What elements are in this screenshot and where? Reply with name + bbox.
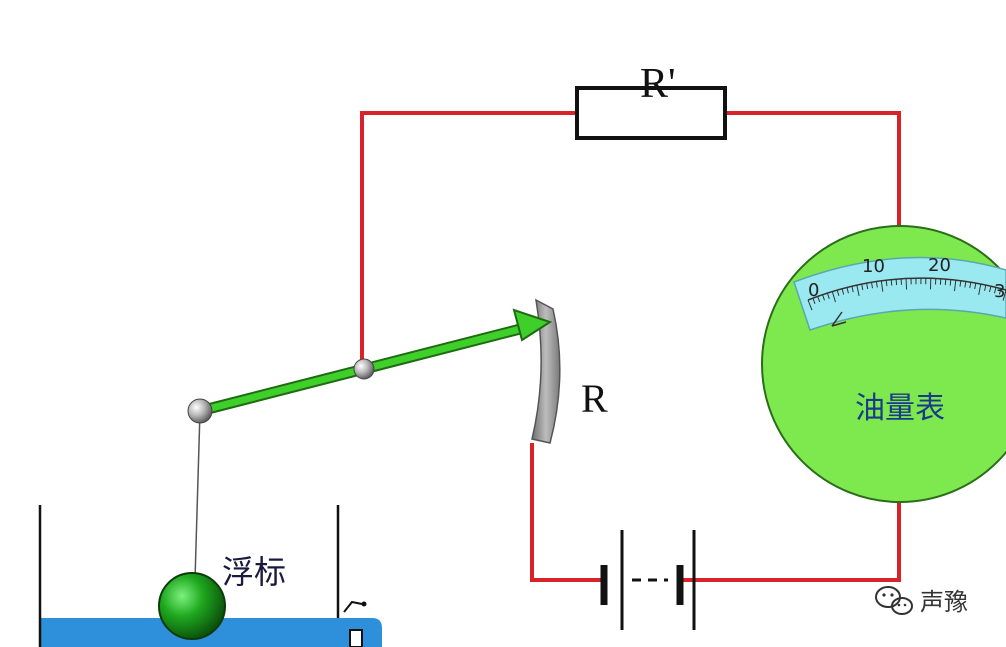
wire-right-top <box>725 111 901 228</box>
meter-tick-20: 20 <box>928 255 951 276</box>
meter-scale-band <box>793 256 1006 331</box>
meter-tick-mark <box>978 283 982 295</box>
meter-tick-mark <box>969 282 972 289</box>
float-ball <box>158 572 226 640</box>
meter-tick-mark <box>846 287 849 294</box>
wire-left-top <box>360 111 577 371</box>
meter-tick-mark <box>974 283 977 290</box>
meter-tick-mark <box>822 294 825 301</box>
meter-tick-mark <box>871 282 873 289</box>
meter-tick-mark <box>905 278 908 290</box>
meter-tick-mark <box>949 279 952 286</box>
meter-tick-30: 3 <box>994 281 1005 302</box>
meter-tick-mark <box>998 288 1002 295</box>
lever-arm <box>194 308 553 417</box>
meter-ticks <box>807 278 1006 311</box>
wire-right-bottom <box>680 500 901 582</box>
circuit-wires <box>360 111 901 582</box>
wechat-icon <box>875 586 913 615</box>
oil-meter: 0 10 20 3 油量表 <box>761 225 1006 503</box>
meter-tick-mark <box>994 287 997 294</box>
pivot-mid <box>353 358 375 380</box>
meter-tick-mark <box>851 286 854 293</box>
meter-needle-icon <box>831 311 847 327</box>
meter-tick-mark <box>875 281 878 288</box>
wire-left-bottom <box>530 443 604 582</box>
vent-icon <box>343 600 363 613</box>
meter-tick-mark <box>959 280 962 287</box>
meter-tick-mark <box>885 280 888 287</box>
float-label: 浮标 <box>222 553 286 591</box>
variable-resistor-label: R <box>581 376 608 421</box>
meter-tick-mark <box>826 292 830 299</box>
meter-tick-mark <box>964 281 967 288</box>
meter-tick-mark <box>954 280 957 292</box>
watermark: 声豫 <box>875 586 968 616</box>
meter-tick-mark <box>984 284 987 292</box>
meter-tick-0: 0 <box>808 280 819 301</box>
meter-tick-mark <box>861 284 864 291</box>
meter-tick-mark <box>856 284 860 297</box>
fixed-resistor <box>575 86 727 140</box>
meter-tick-mark <box>866 283 869 290</box>
fixed-resistor-label: R' <box>640 61 676 107</box>
variable-resistor <box>531 298 561 444</box>
meter-tick-mark <box>812 297 816 304</box>
meter-tick-mark <box>836 289 840 297</box>
meter-tick-10: 10 <box>862 256 885 277</box>
meter-tick-mark <box>944 279 947 286</box>
meter-label: 油量表 <box>855 391 945 426</box>
battery <box>600 530 696 630</box>
watermark-text: 声豫 <box>920 588 968 616</box>
meter-tick-mark <box>880 280 884 292</box>
meter-tick-mark <box>841 288 845 295</box>
meter-tick-mark <box>989 286 992 293</box>
pivot-left <box>187 398 213 424</box>
meter-tick-mark <box>817 296 821 303</box>
meter-tick-mark <box>807 299 813 311</box>
float-string <box>194 410 201 581</box>
meter-tick-mark <box>831 291 836 303</box>
lever-arrow-icon <box>512 308 553 342</box>
meter-tick-mark <box>890 279 893 286</box>
meter-tick-mark <box>895 279 898 286</box>
